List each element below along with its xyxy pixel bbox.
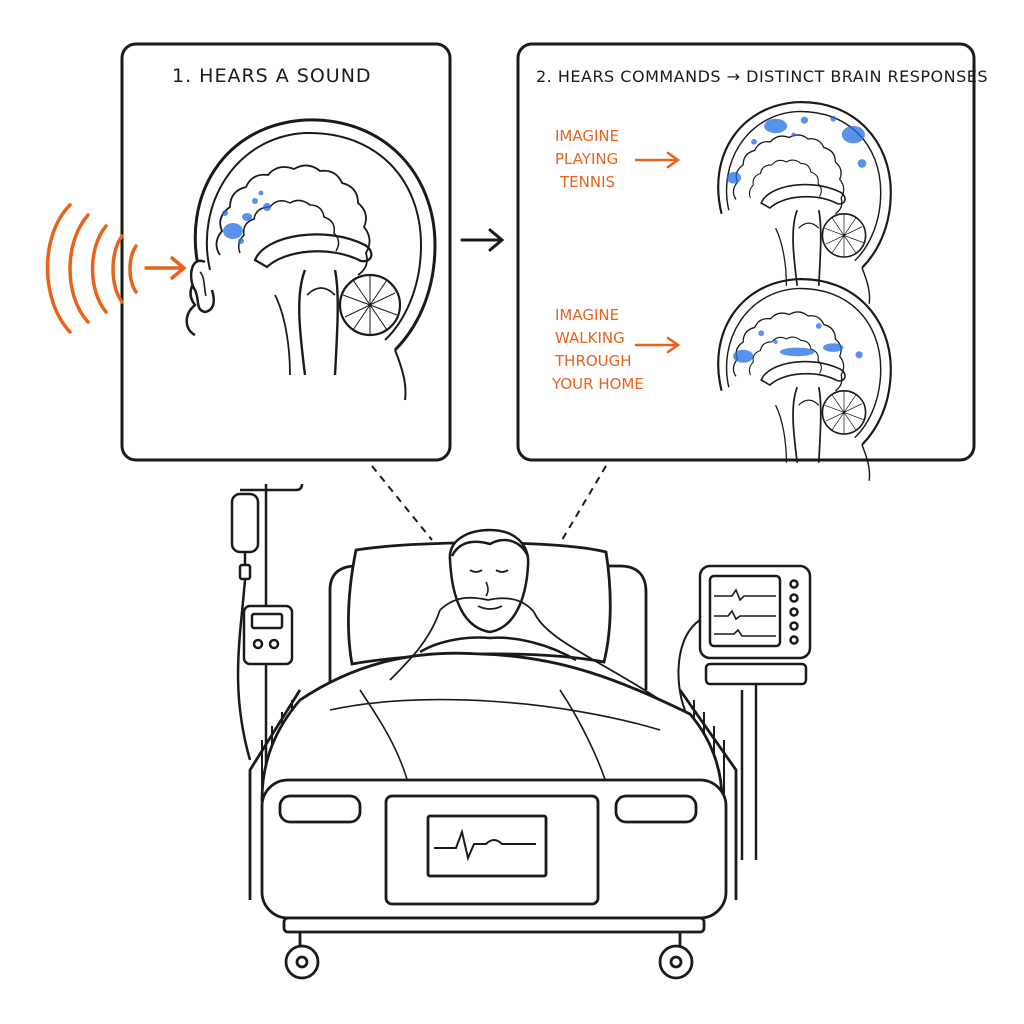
panel-hears-sound: 1. HEARS A SOUND: [120, 42, 452, 462]
panel-hears-commands: 2. HEARS COMMANDS → DISTINCT BRAIN RESPO…: [516, 42, 988, 482]
panel-1-frame: [120, 42, 452, 462]
iv-drip-icon: [230, 483, 304, 780]
ecg-icon: [434, 828, 536, 862]
patient: [389, 528, 661, 701]
sound-arrow: [144, 256, 187, 280]
ear-icon: [189, 259, 215, 314]
brain-walking-response: [717, 278, 892, 482]
panel-arrow: [460, 228, 505, 252]
panel-2-frame: [516, 42, 976, 462]
panel-2-title: 2. HEARS COMMANDS → DISTINCT BRAIN RESPO…: [536, 67, 988, 86]
motor-activation: [726, 115, 867, 184]
panel-1-title: 1. HEARS A SOUND: [172, 65, 372, 87]
monitor-icon: [677, 564, 812, 860]
sound-wave-icon: [45, 203, 138, 334]
command-2-line-3: THROUGH: [554, 352, 632, 370]
command-2-line-4: YOUR HOME: [551, 375, 644, 393]
command-1-line-2: PLAYING: [555, 150, 618, 168]
command-tennis: IMAGINE PLAYING TENNIS: [555, 127, 681, 191]
brain-tennis-response: [717, 101, 892, 305]
command-1-line-1: IMAGINE: [555, 127, 619, 145]
command-2-line-2: WALKING: [555, 329, 625, 347]
brain-sound-response: [185, 118, 437, 402]
command-1-line-3: TENNIS: [559, 173, 615, 191]
command-walking: IMAGINE WALKING THROUGH YOUR HOME: [551, 306, 681, 393]
navigation-activation: [733, 323, 863, 363]
callout-lines: [371, 465, 607, 541]
auditory-activation: [222, 190, 271, 244]
command-2-line-1: IMAGINE: [555, 306, 619, 324]
